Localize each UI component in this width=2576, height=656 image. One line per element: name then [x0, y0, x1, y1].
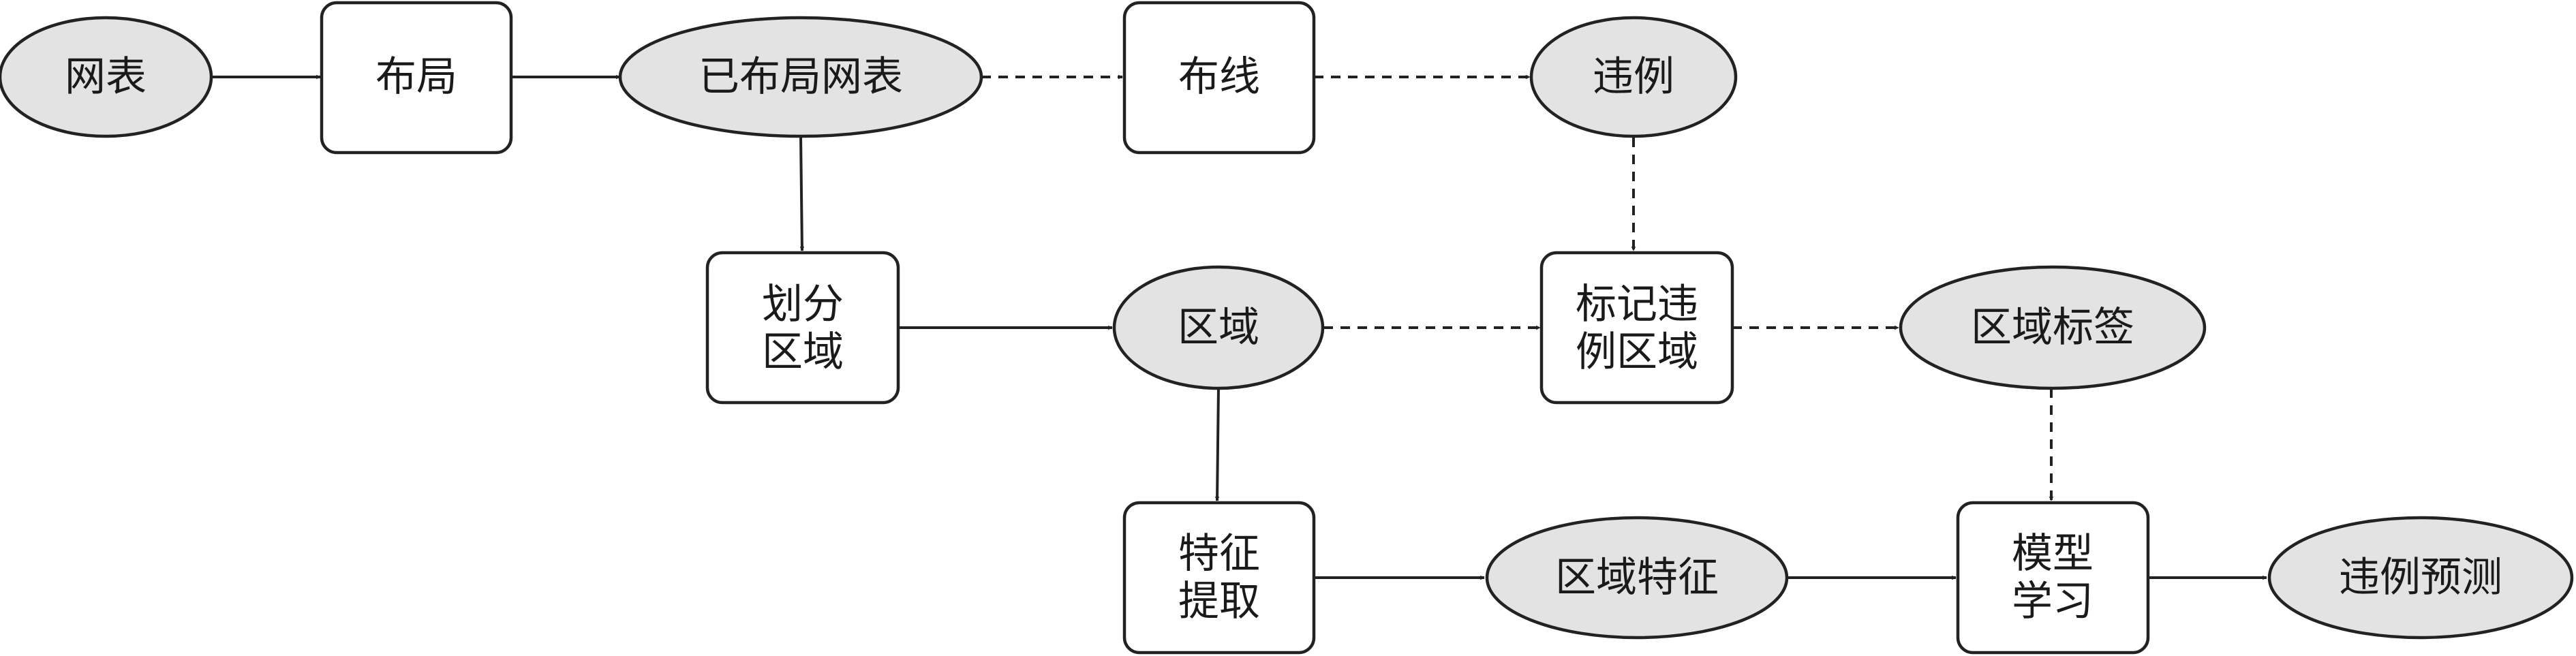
node-placement: 布局 [320, 1, 513, 155]
node-model-learning-label-line2: 学习 [2012, 578, 2094, 625]
node-region-labels-label: 区域标签 [1971, 304, 2134, 352]
node-region-features: 区域特征 [1485, 516, 1789, 640]
node-netlist-label: 网表 [65, 53, 147, 101]
edge-placed-netlist-to-partition [799, 136, 805, 251]
node-routing-label: 布线 [1178, 53, 1260, 101]
node-feature-extraction-label-line1: 特征 [1178, 530, 1260, 578]
node-mark-regions: 标记违 例区域 [1539, 251, 1734, 405]
node-netlist: 网表 [0, 16, 213, 138]
node-feature-extraction-label-line2: 提取 [1178, 578, 1260, 625]
node-violations-label: 违例 [1593, 53, 1674, 101]
node-violation-prediction: 违例预测 [2267, 516, 2574, 640]
node-region-labels: 区域标签 [1899, 265, 2207, 390]
node-region-features-label: 区域特征 [1555, 554, 1719, 602]
node-routing: 布线 [1122, 1, 1316, 155]
node-placement-label: 布局 [375, 53, 457, 101]
node-mark-regions-label-line2: 例区域 [1576, 328, 1698, 376]
node-model-learning: 模型 学习 [1956, 501, 2150, 655]
node-regions-label: 区域 [1178, 304, 1259, 352]
node-feature-extraction: 特征 提取 [1122, 501, 1316, 655]
node-violations: 违例 [1529, 16, 1738, 138]
node-placed-netlist: 已布局网表 [618, 16, 983, 138]
node-placed-netlist-label: 已布局网表 [699, 53, 903, 101]
node-partition: 划分 区域 [705, 251, 900, 405]
node-mark-regions-label-line1: 标记违 [1576, 281, 1698, 328]
node-partition-label-line1: 划分 [762, 281, 844, 328]
node-partition-label-line2: 区域 [762, 328, 844, 376]
edge-regions-to-feature-extraction [1214, 388, 1220, 501]
node-regions: 区域 [1112, 265, 1325, 390]
edges [211, 74, 2267, 580]
node-model-learning-label-line1: 模型 [2012, 530, 2094, 578]
node-violation-prediction-label: 违例预测 [2339, 554, 2502, 602]
